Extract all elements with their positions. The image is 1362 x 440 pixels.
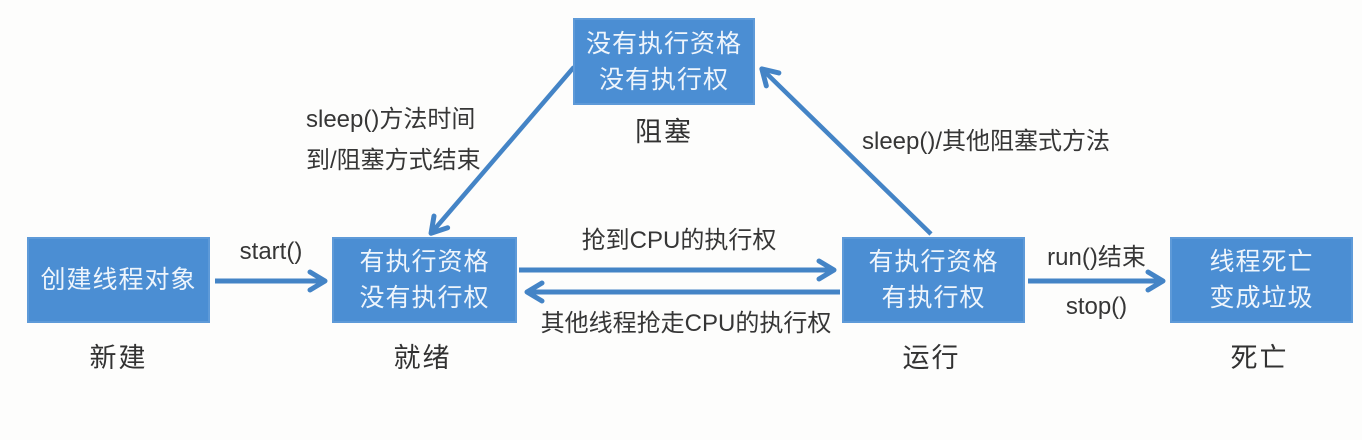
state-box-running: 有执行资格 有执行权 [842, 237, 1025, 323]
transition-label-stop: stop() [1065, 293, 1128, 320]
state-box-new: 创建线程对象 [27, 237, 210, 323]
state-label-blocked: 阻塞 [635, 117, 693, 147]
state-box-dead-text-line1: 线程死亡 [1209, 248, 1314, 276]
state-label-dead: 死亡 [1230, 343, 1289, 373]
state-label-new: 新建 [89, 343, 148, 373]
state-box-blocked-text-line2: 没有执行权 [598, 65, 729, 94]
state-box-dead: 线程死亡 变成垃圾 [1170, 237, 1353, 323]
state-box-blocked: 没有执行资格 没有执行权 [573, 18, 755, 105]
state-label-running: 运行 [902, 343, 961, 373]
state-box-blocked-text-line1: 没有执行资格 [585, 29, 742, 58]
state-box-ready-text-line2: 没有执行权 [359, 284, 490, 312]
transition-label-lose-cpu: 其他线程抢走CPU的执行权 [540, 310, 832, 337]
transition-label-acquire-cpu: 抢到CPU的执行权 [581, 227, 777, 254]
state-label-ready: 就绪 [393, 343, 452, 373]
state-box-ready-text-line1: 有执行资格 [359, 248, 490, 276]
state-box-ready: 有执行资格 没有执行权 [332, 237, 517, 323]
transition-label-from-blocked: sleep()方法时间 到/阻塞方式结束 [306, 99, 481, 181]
transition-label-from-blocked-line2: 到/阻塞方式结束 [306, 147, 481, 174]
state-box-new-text: 创建线程对象 [40, 266, 197, 294]
state-box-running-text-line1: 有执行资格 [868, 248, 999, 276]
state-box-dead-text-line2: 变成垃圾 [1209, 284, 1314, 312]
transition-label-run-end: run()结束 [1047, 244, 1146, 271]
arrow-blocked-to-ready [428, 65, 576, 236]
state-box-running-text-line2: 有执行权 [881, 284, 986, 312]
transition-label-start: start() [239, 238, 303, 265]
transition-label-from-blocked-line1: sleep()方法时间 [306, 106, 476, 133]
arrow-running-to-blocked [759, 66, 933, 236]
transition-label-to-blocked: sleep()/其他阻塞式方法 [862, 128, 1111, 155]
